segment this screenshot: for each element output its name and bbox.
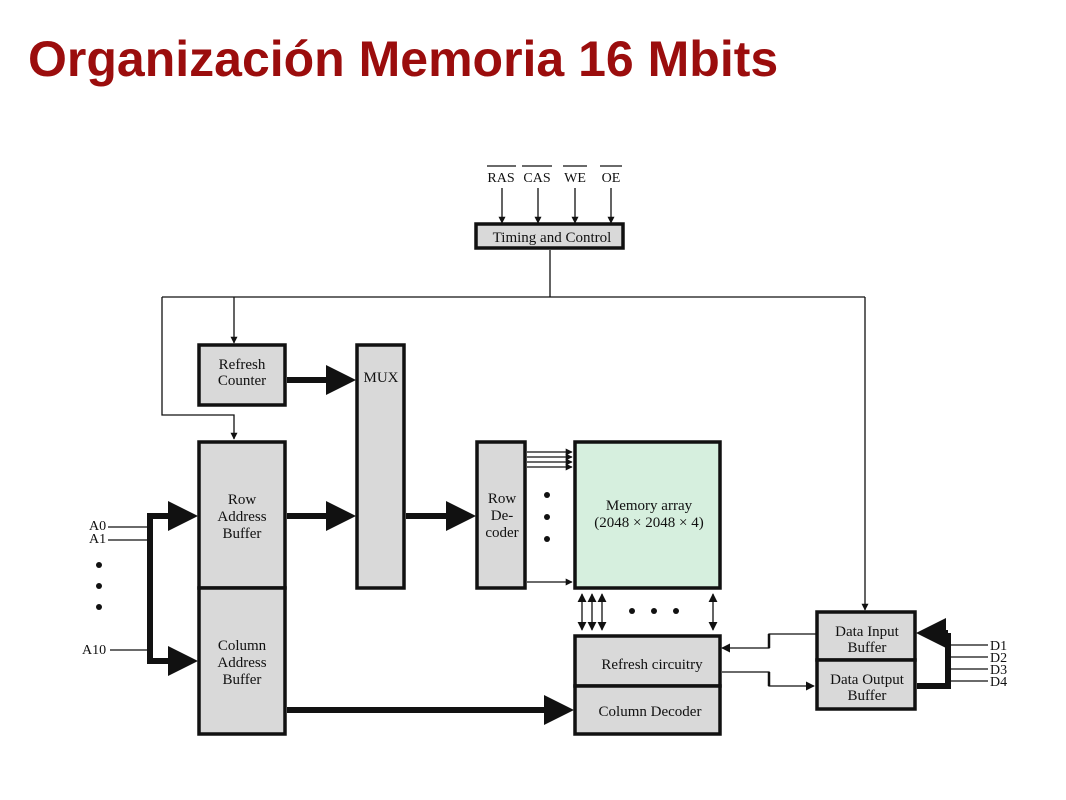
ellipsis-dot — [673, 608, 679, 614]
pin-a0: A0 — [89, 519, 106, 534]
row-decoder-label-1: Row — [488, 491, 517, 507]
pin-d3: D3 — [990, 663, 1007, 678]
pin-d4: D4 — [990, 675, 1007, 690]
pin-a1: A1 — [89, 532, 106, 547]
data-output-buffer-block — [815, 658, 917, 711]
data-pins: D1 D2 D3 D4 — [948, 639, 1007, 690]
signal-cas: CAS — [523, 171, 550, 186]
timing-and-control-label: Timing and Control — [493, 230, 612, 246]
data-output-label-1: Data Output — [830, 672, 905, 688]
column-address-label-1: Column — [218, 638, 267, 654]
memory-array-label-1: Memory array — [606, 498, 693, 514]
row-address-label-1: Row — [228, 492, 257, 508]
timing-and-control-block — [474, 222, 625, 250]
thick-buses — [147, 365, 951, 725]
pin-a10: A10 — [82, 643, 106, 658]
refresh-counter-label-1: Refresh — [219, 357, 266, 373]
row-address-label-2: Address — [217, 509, 266, 525]
data-input-label-2: Buffer — [848, 640, 887, 656]
address-pins: A0 A1 A10 — [82, 519, 150, 658]
column-decoder-block — [573, 684, 722, 736]
row-address-buffer-block — [197, 440, 287, 590]
mux-label: MUX — [363, 370, 398, 386]
signal-oe: OE — [602, 171, 621, 186]
row-address-label-3: Buffer — [223, 526, 262, 542]
refresh-circuitry-label: Refresh circuitry — [601, 657, 703, 673]
slide-title: Organización Memoria 16 Mbits — [28, 31, 779, 87]
column-address-label-3: Buffer — [223, 672, 262, 688]
control-signal-labels: RAS CAS WE OE — [487, 165, 622, 186]
ellipsis-dot — [629, 608, 635, 614]
column-decoder-label: Column Decoder — [599, 704, 702, 720]
pin-d2: D2 — [990, 651, 1007, 666]
row-decoder-block — [475, 440, 527, 590]
row-decoder-label-2: De- — [491, 508, 514, 524]
ellipsis-dot — [96, 583, 102, 589]
refresh-counter-label-2: Counter — [218, 373, 266, 389]
ellipsis-dot — [544, 514, 550, 520]
row-decoder-label-3: coder — [485, 525, 518, 541]
signal-ras: RAS — [487, 171, 514, 186]
ellipsis-dot — [96, 562, 102, 568]
mux-block — [355, 343, 406, 590]
data-output-label-2: Buffer — [848, 688, 887, 704]
ellipsis-dot — [544, 536, 550, 542]
refresh-counter-block — [197, 343, 287, 407]
ellipsis-dot — [96, 604, 102, 610]
memory-array-block — [573, 440, 722, 590]
ellipsis-dot — [651, 608, 657, 614]
signal-we: WE — [564, 171, 586, 186]
control-distribution-lines — [161, 250, 869, 611]
bit-lines — [577, 593, 718, 631]
ellipsis-dot — [544, 492, 550, 498]
pin-d1: D1 — [990, 639, 1007, 654]
memory-array-label-2: (2048 × 2048 × 4) — [594, 515, 703, 531]
data-buffer-links — [721, 633, 817, 691]
row-select-lines — [527, 448, 573, 586]
control-arrows — [498, 188, 615, 224]
data-input-label-1: Data Input — [835, 624, 900, 640]
column-address-buffer-block — [197, 586, 287, 736]
column-address-label-2: Address — [217, 655, 266, 671]
